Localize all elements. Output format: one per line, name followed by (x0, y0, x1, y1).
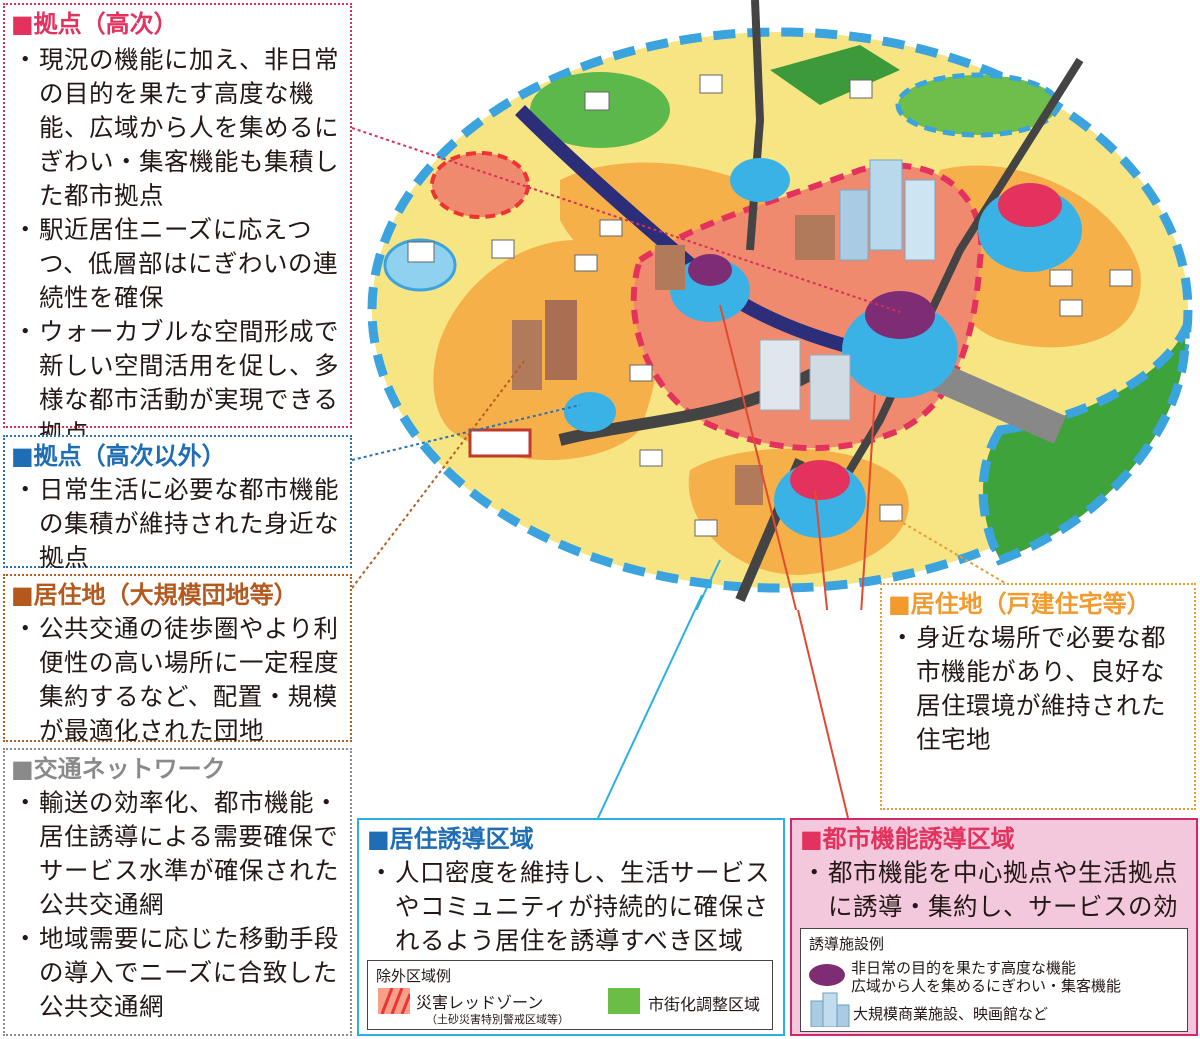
pond (383, 238, 457, 292)
exclusion-legend-title: 除外区域例 (376, 967, 452, 985)
hub-high-title: ■拠点（高次） (11, 10, 178, 38)
transport-title: ■交通ネットワーク (11, 755, 226, 783)
purple-legend-line2: 広域から人を集めるにぎわい・集客機能 (851, 977, 1122, 995)
list-item: 現況の機能に加え、非日常の目的を果たす高度な機能、広域から人を集めるにぎわい・集… (11, 43, 344, 213)
pointer-lines (351, 127, 1006, 610)
houses (407, 74, 1133, 537)
residential-zone-list: 人口密度を維持し、生活サービスやコミュニティが持続的に確保されるよう居住を誘導す… (367, 856, 775, 958)
residential-house-list: 身近な場所で必要な都市機能があり、良好な居住環境が維持された住宅地 (888, 621, 1188, 757)
apartment-buildings (512, 215, 835, 505)
hub-high-box: ■拠点（高次） 現況の機能に加え、非日常の目的を果たす高度な機能、広域から人を集… (3, 3, 352, 448)
red-zone-sublabel: （土砂災害特別警戒区域等） (426, 1013, 569, 1026)
list-item: 日常生活に必要な都市機能の集積が維持された身近な拠点 (11, 473, 344, 575)
list-item: 公共交通の徒歩圏やより利便性の高い場所に一定程度集約するなど、配置・規模が最適化… (11, 612, 344, 748)
residential-zone-box: ■居住誘導区域 人口密度を維持し、生活サービスやコミュニティが持続的に確保される… (357, 818, 785, 1036)
residential-zone-title: ■居住誘導区域 (367, 825, 534, 853)
transport-list: 輸送の効率化、都市機能・居住誘導による需要確保でサービス水準が確保された公共交通… (11, 786, 344, 1024)
list-item: ウォーカブルな空間形成で新しい空間活用を促し、多様な都市活動が実現できる拠点 (11, 315, 344, 451)
facility-legend: 誘導施設例 非日常の目的を果たす高度な機能 広域から人を集めるにぎわい・集客機能… (800, 928, 1188, 1032)
list-item: 人口密度を維持し、生活サービスやコミュニティが持続的に確保されるよう居住を誘導す… (367, 856, 775, 958)
green-field (895, 72, 1061, 138)
list-item: 身近な場所で必要な都市機能があり、良好な居住環境が維持された住宅地 (888, 621, 1188, 757)
hub-other-list: 日常生活に必要な都市機能の集積が維持された身近な拠点 (11, 473, 344, 575)
bus (468, 428, 532, 458)
hub-other-box: ■拠点（高次以外） 日常生活に必要な都市機能の集積が維持された身近な拠点 (3, 435, 352, 572)
building-icon (810, 992, 850, 1027)
red-zone (430, 151, 530, 219)
park-lawn (770, 45, 900, 105)
road-vertical (746, 0, 765, 251)
residential-large-title: ■居住地（大規模団地等） (11, 581, 298, 609)
high-rise-buildings (759, 159, 936, 421)
green-zone-swatch (608, 988, 640, 1014)
transport-box: ■交通ネットワーク 輸送の効率化、都市機能・居住誘導による需要確保でサービス水準… (3, 748, 352, 1036)
hub-other-title: ■拠点（高次以外） (11, 442, 226, 470)
list-item: 輸送の効率化、都市機能・居住誘導による需要確保でサービス水準が確保された公共交通… (11, 786, 344, 922)
green-zone-bottom-right (978, 312, 1190, 566)
facility-legend-title: 誘導施設例 (809, 935, 885, 953)
residential-large-list: 公共交通の徒歩圏やより利便性の高い場所に一定程度集約するなど、配置・規模が最適化… (11, 612, 344, 748)
hub-high-list: 現況の機能に加え、非日常の目的を果たす高度な機能、広域から人を集めるにぎわい・集… (11, 43, 344, 451)
urban-zone-box: ■都市機能誘導区域 都市機能を中心拠点や生活拠点に誘導・集約し、サービスの効率的… (790, 818, 1198, 1036)
green-zone-label: 市街化調整区域 (648, 995, 761, 1014)
building-legend-label: 大規模商業施設、映画館など (853, 1005, 1049, 1023)
residential-large-box: ■居住地（大規模団地等） 公共交通の徒歩圏やより利便性の高い場所に一定程度集約す… (3, 574, 352, 745)
exclusion-legend: 除外区域例 災害レッドゾーン （土砂災害特別警戒区域等） 市街化調整区域 (367, 960, 773, 1030)
urban-zone-title: ■都市機能誘導区域 (800, 825, 1015, 853)
purple-legend-line1: 非日常の目的を果たす高度な機能 (851, 959, 1077, 977)
city-illustration (351, 0, 1193, 610)
purple-dome-icon (809, 964, 845, 986)
residential-house-title: ■居住地（戸建住宅等） (888, 590, 1151, 618)
red-zone-swatch (378, 988, 410, 1014)
list-item: 駅近居住ニーズに応えつつ、低層部はにぎわいの連続性を確保 (11, 213, 344, 315)
list-item: 地域需要に応じた移動手段の導入でニーズに合致した公共交通網 (11, 922, 344, 1024)
red-zone-label: 災害レッドゾーン (416, 993, 544, 1012)
high-function-domes (688, 183, 1062, 500)
residential-house-box: ■居住地（戸建住宅等） 身近な場所で必要な都市機能があり、良好な居住環境が維持さ… (880, 583, 1196, 810)
